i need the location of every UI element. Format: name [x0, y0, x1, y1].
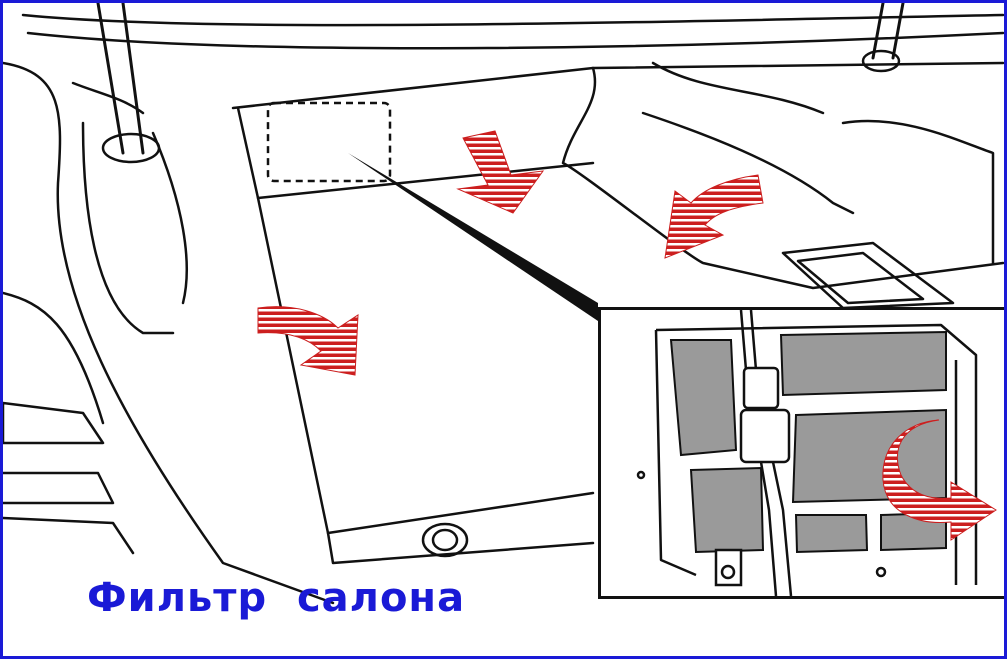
right-hinge: [871, 3, 885, 60]
left-hinge: [96, 3, 125, 155]
left-quarter-panel: [3, 61, 335, 605]
left-trim-top: [71, 81, 145, 115]
tail-light-lower: [3, 471, 115, 505]
curved-red-arrow-icon: [882, 419, 997, 541]
trunk-lid-edge: [21, 13, 1004, 27]
right-pocket-inner: [796, 251, 925, 305]
filter-detail-inset: [598, 307, 1004, 599]
right-trim-top: [651, 61, 825, 115]
filter-element: [669, 330, 947, 554]
trunk-illustration: [3, 3, 1004, 605]
right-trim-inner: [641, 111, 855, 215]
diagram-caption: Фильтр салона: [87, 575, 466, 621]
trunk-back-wall: [236, 106, 595, 200]
cabin-filter-illustration: [636, 310, 997, 596]
curved-red-arrow-icon: [456, 130, 545, 214]
left-well-inner: [151, 131, 188, 305]
callout-wedge: [348, 153, 598, 321]
left-body-line: [3, 291, 105, 425]
right-pocket: [781, 241, 955, 310]
tail-light-bottom: [3, 516, 135, 555]
dashed-rectangle-icon: [266, 101, 392, 183]
right-hinge-edge: [891, 3, 905, 60]
filter-connector[interactable]: [739, 408, 791, 464]
mounting-bolt: [720, 564, 736, 580]
filter-housing-left: [654, 329, 697, 577]
latch-striker-inner: [431, 528, 459, 552]
latch-striker: [421, 522, 469, 558]
left-hinge-edge: [121, 3, 145, 155]
tail-light: [3, 401, 105, 445]
housing-hole: [636, 470, 646, 480]
left-well: [81, 121, 175, 335]
wire-harness: [739, 310, 748, 371]
right-cubby: [841, 119, 995, 265]
trunk-sill: [326, 531, 595, 565]
trunk-lid-inner: [26, 31, 1004, 50]
left-hinge-base: [101, 132, 161, 164]
curved-red-arrow-icon: [257, 306, 359, 376]
right-side-trim: [561, 66, 1004, 290]
curved-red-arrow-icon: [664, 174, 764, 259]
right-hinge-base: [861, 49, 901, 73]
harness-connector[interactable]: [742, 366, 780, 410]
housing-hole: [875, 566, 887, 578]
filter-housing-outline: [655, 323, 978, 585]
